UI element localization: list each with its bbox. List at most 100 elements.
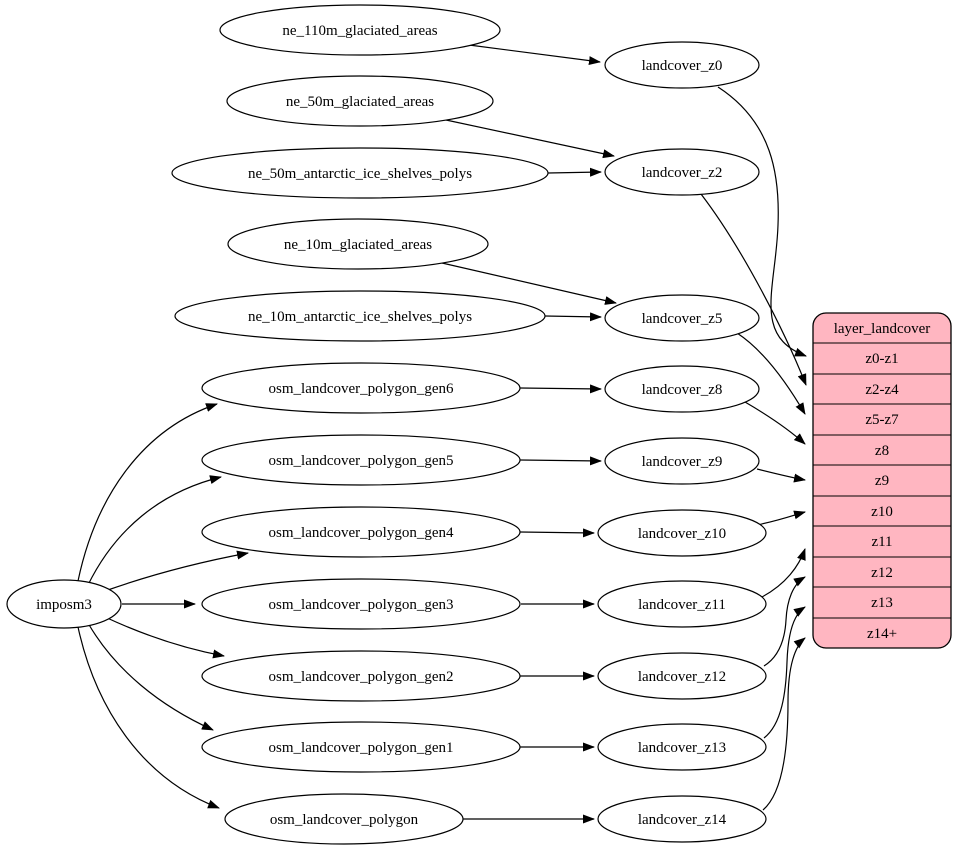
node-ellipse [597,580,767,628]
node-label: osm_landcover_polygon_gen4 [269,525,454,541]
node-osm-landcover-polygon: osm_landcover_polygon [224,793,464,845]
node-label: landcover_z10 [638,526,726,542]
edge-ne-10m-glaciated-areas-to-landcover-z5 [441,262,617,305]
edge-landcover-z13-to-row-z13 [763,606,806,739]
node-label: ne_10m_glaciated_areas [284,237,432,253]
edge-gen6-to-landcover-z8 [519,384,602,394]
edge-landcover-z14-to-row-z14plus [762,637,806,811]
edge-imposm3-to-osm-landcover-polygon [77,626,220,809]
edge-imposm3-to-gen1 [87,622,214,731]
node-ne-110m-glaciated-areas: ne_110m_glaciated_areas [219,4,501,56]
node-ellipse [219,4,501,56]
record-field-z0-z1: z0-z1 [865,351,898,367]
node-landcover-z10: landcover_z10 [597,509,767,557]
edge-landcover-z2-to-row-z2-z4 [700,193,807,386]
node-landcover-z2: landcover_z2 [604,148,760,196]
edge-gen5-to-landcover-z9 [519,456,602,466]
node-landcover-z11: landcover_z11 [597,580,767,628]
node-label: landcover_z12 [638,669,726,685]
record-field-z13: z13 [871,595,893,611]
node-label: osm_landcover_polygon_gen5 [269,453,454,469]
node-label: osm_landcover_polygon_gen2 [269,669,454,685]
node-landcover-z5: landcover_z5 [604,294,760,342]
node-landcover-z14: landcover_z14 [597,795,767,843]
record-field-z12: z12 [871,565,893,581]
edge-imposm3-to-gen4 [104,550,249,592]
node-ellipse [174,290,546,342]
record-field-z10: z10 [871,504,893,520]
edges [77,44,807,824]
edge-ne-110m-glaciated-areas-to-landcover-z0 [468,44,601,66]
record-field-z8: z8 [875,443,889,459]
node-osm-landcover-polygon-gen3: osm_landcover_polygon_gen3 [201,578,521,630]
node-landcover-z0: landcover_z0 [604,41,760,89]
node-ellipse [604,294,760,342]
node-ellipse [597,652,767,700]
record-outline [812,312,952,649]
record-field-z5-z7: z5-z7 [865,412,899,428]
record-field-z14plus: z14+ [867,626,897,642]
node-label: ne_110m_glaciated_areas [282,23,437,39]
node-osm-landcover-polygon-gen6: osm_landcover_polygon_gen6 [201,362,521,414]
node-ellipse [604,148,760,196]
node-ne-50m-antarctic-ice-shelves-polys: ne_50m_antarctic_ice_shelves_polys [171,147,549,199]
edge-ne-50m-glaciated-areas-to-landcover-z2 [445,119,615,159]
node-label: landcover_z9 [642,454,723,470]
node-label: landcover_z11 [638,597,726,613]
edge-ne-10m-antarctic-ice-shelves-polys-to-landcover-z5 [544,312,602,322]
node-label: ne_50m_antarctic_ice_shelves_polys [248,166,472,182]
node-label: landcover_z14 [638,812,727,828]
node-ne-50m-glaciated-areas: ne_50m_glaciated_areas [226,75,494,127]
node-label: osm_landcover_polygon_gen3 [269,597,454,613]
record-field-z2-z4: z2-z4 [865,382,899,398]
node-ellipse [201,362,521,414]
edge-landcover-z9-to-row-z9 [756,468,806,483]
node-layer-landcover: layer_landcover z0-z1 z2-z4 z5-z7 z8 z9 … [812,312,952,649]
node-ellipse [597,723,767,771]
node-ellipse [201,578,521,630]
node-label: osm_landcover_polygon_gen1 [269,740,454,756]
edge-landcover-z0-to-row-z0-z1 [717,86,807,357]
node-ne-10m-antarctic-ice-shelves-polys: ne_10m_antarctic_ice_shelves_polys [174,290,546,342]
node-ellipse [6,579,122,629]
record-field-z9: z9 [875,473,889,489]
node-ellipse [597,509,767,557]
node-osm-landcover-polygon-gen5: osm_landcover_polygon_gen5 [201,434,521,486]
node-label: ne_50m_glaciated_areas [286,94,434,110]
record-header: layer_landcover [834,321,931,337]
node-landcover-z8: landcover_z8 [604,365,760,413]
edge-imposm3-to-gen2 [104,616,225,659]
node-ellipse [227,218,489,270]
node-label: landcover_z2 [642,165,723,181]
node-ellipse [171,147,549,199]
record-field-z11: z11 [871,534,892,550]
node-ellipse [604,41,760,89]
node-ellipse [604,437,760,485]
node-landcover-z9: landcover_z9 [604,437,760,485]
node-landcover-z12: landcover_z12 [597,652,767,700]
edge-landcover-z5-to-row-z5-z7 [736,332,806,415]
edge-imposm3-to-gen5 [87,475,222,586]
edge-landcover-z8-to-row-z8 [744,401,806,445]
edge-landcover-z11-to-row-z11 [761,548,806,598]
node-ellipse [201,721,521,773]
node-ne-10m-glaciated-areas: ne_10m_glaciated_areas [227,218,489,270]
node-label: landcover_z13 [638,740,726,756]
node-label: osm_landcover_polygon [270,812,419,828]
node-ellipse [604,365,760,413]
node-ellipse [201,434,521,486]
edge-ne-50m-antarctic-ice-shelves-polys-to-landcover-z2 [547,167,602,177]
node-osm-landcover-polygon-gen4: osm_landcover_polygon_gen4 [201,506,521,558]
node-landcover-z13: landcover_z13 [597,723,767,771]
edge-landcover-z12-to-row-z12 [763,576,806,667]
node-label: osm_landcover_polygon_gen6 [269,381,454,397]
edge-gen4-to-landcover-z10 [519,528,595,538]
node-ellipse [224,793,464,845]
node-ellipse [597,795,767,843]
node-ellipse [201,650,521,702]
node-label: landcover_z8 [642,382,723,398]
node-ellipse [226,75,494,127]
node-label: imposm3 [36,597,92,613]
